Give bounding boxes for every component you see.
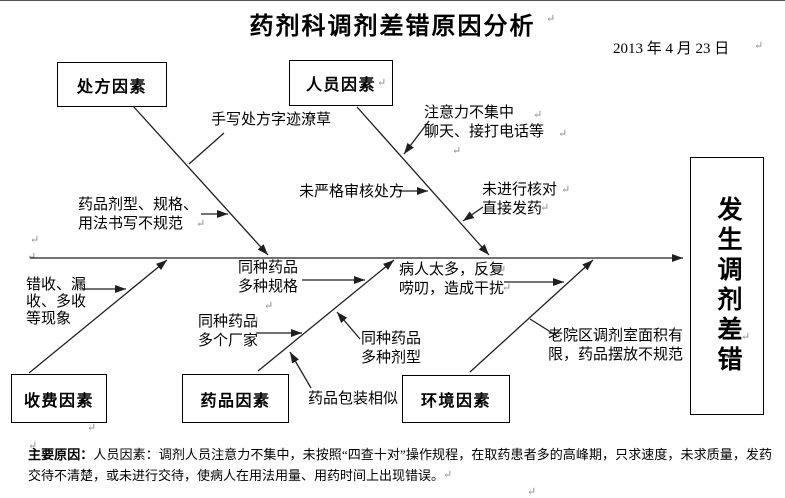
pilcrow-mark: ↵: [28, 440, 38, 452]
pilcrow-mark: ↵: [497, 264, 507, 276]
sub-no-check-arrow: [462, 206, 484, 222]
cause-same-drug-specs[interactable]: 同种药品 多种规格: [238, 260, 299, 295]
pilcrow-mark: ↵: [377, 77, 387, 89]
pilcrow-mark: ↵: [741, 331, 751, 343]
pilcrow-mark: ↵: [561, 184, 571, 196]
branch-drug-line: [257, 259, 395, 372]
pilcrow-mark: ↵: [443, 469, 453, 481]
effect-box[interactable]: 发生调剂差错: [690, 157, 764, 415]
diagram-title[interactable]: 药剂科调剂差错原因分析: [249, 14, 536, 40]
cause-similar-packaging[interactable]: 药品包装相似: [308, 391, 399, 407]
pilcrow-mark: ↵: [452, 145, 462, 157]
category-label-charging: 收费因素: [23, 392, 94, 410]
main-cause-paragraph[interactable]: 主要原因：人员因素：调剂人员注意力不集中，未按照“四查十对”操作规程，在取药患者…: [28, 444, 772, 486]
pilcrow-mark: ↵: [723, 350, 733, 362]
pilcrow-mark: ↵: [546, 13, 556, 25]
category-box-personnel[interactable]: 人员因素: [289, 60, 393, 106]
pilcrow-mark: ↵: [250, 315, 260, 327]
pilcrow-mark: ↵: [558, 128, 568, 140]
cause-same-drug-forms[interactable]: 同种药品 多种剂型: [361, 331, 422, 366]
pilcrow-mark: ↵: [27, 251, 37, 263]
cause-charge-errors[interactable]: 错收、漏 收、多收 等现象: [26, 277, 87, 327]
main-cause-text: 人员因素：调剂人员注意力不集中，未按照“四查十对”操作规程，在取药患者多的高峰期…: [28, 447, 772, 483]
pilcrow-mark: ↵: [87, 422, 97, 434]
pilcrow-mark: ↵: [754, 40, 764, 52]
cause-handwriting[interactable]: 手写处方字迹潦草: [211, 112, 332, 128]
sub-same-forms-arrow: [336, 311, 361, 340]
cause-attention[interactable]: 注意力不集中 聊天、接打电话等: [424, 105, 545, 140]
cause-patients[interactable]: 病人太多，反复 唠叨，造成干扰: [399, 262, 505, 297]
pilcrow-mark: ↵: [527, 486, 537, 498]
pilcrow-mark: ↵: [264, 300, 274, 312]
cause-dosage-writing[interactable]: 药品剂型、规格、 用法书写不规范: [78, 197, 199, 232]
main-cause-label: 主要原因：: [28, 447, 94, 462]
sub-room-area-line: [529, 318, 558, 337]
pilcrow-mark: ↵: [540, 202, 550, 214]
category-box-drug[interactable]: 药品因素: [182, 374, 289, 423]
branch-personnel-line: [356, 106, 490, 256]
cause-no-review[interactable]: 未严格审核处方: [299, 184, 405, 200]
branch-charging-line: [28, 259, 168, 374]
pilcrow-mark: ↵: [30, 234, 40, 246]
cause-no-check[interactable]: 未进行核对 直接发药: [482, 182, 558, 217]
cause-same-drug-manufacturers[interactable]: 同种药品 多个厂家: [198, 314, 259, 349]
sub-packaging-arrow: [289, 351, 312, 389]
category-label-drug: 药品因素: [200, 392, 271, 410]
diagram-date[interactable]: 2013 年 4 月 23 日: [613, 41, 730, 57]
pilcrow-mark: ↵: [502, 282, 512, 294]
category-label-personnel: 人员因素: [305, 77, 376, 94]
effect-label: 发生调剂差错: [714, 196, 741, 376]
category-label-environment: 环境因素: [420, 393, 491, 410]
branch-prescription-line: [132, 105, 269, 256]
branch-environment-line: [469, 259, 594, 373]
sub-handwriting-line: [188, 132, 225, 165]
pilcrow-mark: ↵: [196, 218, 206, 230]
category-box-environment[interactable]: 环境因素: [402, 375, 510, 423]
category-box-charging[interactable]: 收费因素: [11, 374, 107, 423]
pilcrow-mark: ↵: [533, 109, 543, 121]
category-label-prescription: 处方因素: [76, 78, 147, 96]
cause-room-area[interactable]: 老院区调剂室面积有 限，药品摆放不规范: [548, 328, 684, 363]
category-box-prescription[interactable]: 处方因素: [57, 62, 167, 107]
window-edge-line: [0, 0, 785, 1]
sub-attention-arrow: [403, 120, 430, 155]
